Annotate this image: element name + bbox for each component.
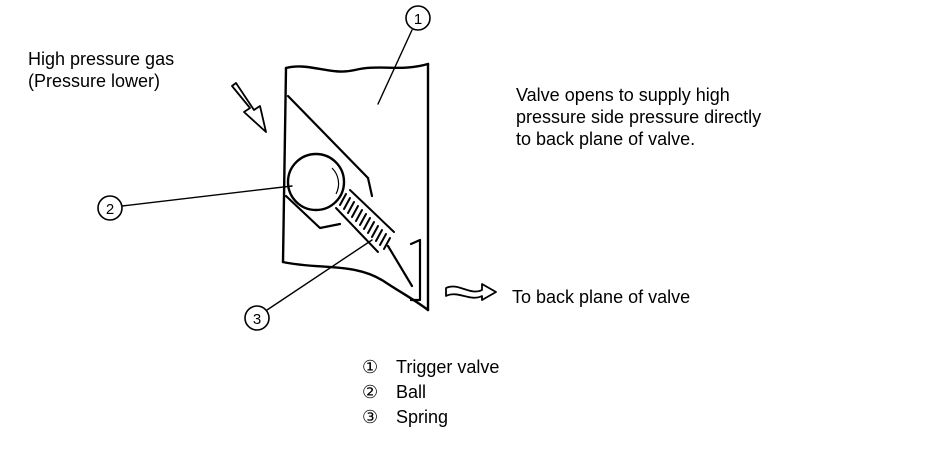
legend-label: Spring <box>396 407 449 427</box>
valve-bottom-break-line <box>281 260 430 312</box>
inlet-flow-arrow <box>231 82 267 133</box>
valve-top-break-line <box>284 62 430 73</box>
inlet-label: High pressure gas (Pressure lower) <box>28 48 174 92</box>
legend-number: ① <box>362 357 379 377</box>
legend-number: ③ <box>362 407 379 427</box>
ball-shading <box>331 167 340 195</box>
legend-item-trigger-valve: ① Trigger valve <box>362 356 499 378</box>
svg-text:1: 1 <box>414 11 422 28</box>
passage-upper-wall <box>286 94 370 180</box>
leader-line-2 <box>121 185 293 207</box>
svg-text:3: 3 <box>253 311 261 328</box>
description-line2: pressure side pressure directly <box>516 107 762 127</box>
callout-2: 2 <box>97 195 123 221</box>
outlet-label: To back plane of valve <box>512 287 691 307</box>
passage-outlet-wall-upper <box>366 176 374 198</box>
spring <box>335 189 395 253</box>
legend-item-spring: ③ Spring <box>362 406 448 428</box>
legend-number: ② <box>362 382 379 402</box>
valve-left-edge <box>281 66 288 264</box>
spring-coil <box>339 193 391 250</box>
legend-item-ball: ② Ball <box>362 381 426 403</box>
svg-text:2: 2 <box>106 201 114 218</box>
description-line3: to back plane of valve. <box>516 129 696 149</box>
legend-label: Ball <box>396 382 427 402</box>
callout-1: 1 <box>405 5 431 31</box>
spring-side-upper <box>349 189 395 233</box>
legend-label: Trigger valve <box>396 357 500 377</box>
inlet-label-line1: High pressure gas <box>28 49 175 69</box>
leader-line-3 <box>266 239 373 311</box>
outlet-port-plate <box>409 238 422 302</box>
description-line1: Valve opens to supply high <box>516 85 730 105</box>
spring-side-lower <box>335 207 379 253</box>
description-text: Valve opens to supply high pressure side… <box>516 84 761 150</box>
valve-passage <box>284 94 422 302</box>
callout-3: 3 <box>244 305 270 331</box>
ball <box>286 152 346 212</box>
leader-line-1 <box>377 29 413 105</box>
passage-lower-wall <box>284 194 342 230</box>
outlet-flow-arrow <box>445 283 497 301</box>
leader-lines <box>121 29 413 311</box>
inlet-label-line2: (Pressure lower) <box>28 71 161 91</box>
ball-outline <box>286 152 346 212</box>
passage-outlet-wall-lower <box>386 244 414 288</box>
